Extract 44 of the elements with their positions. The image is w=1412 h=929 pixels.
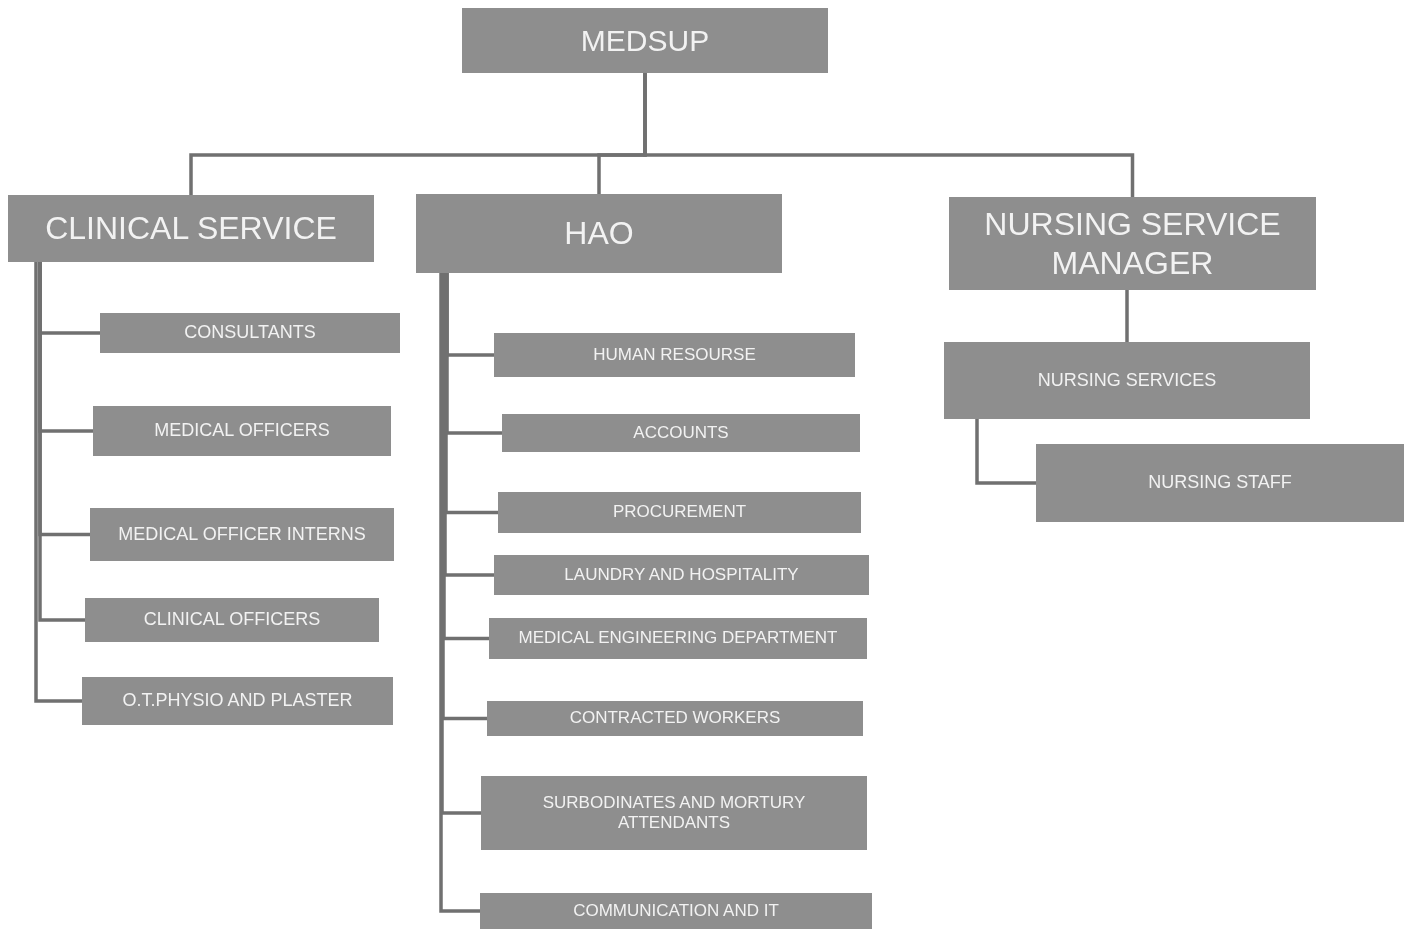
connector-line bbox=[975, 419, 1036, 485]
org-box bbox=[416, 194, 782, 273]
box-label: SURBODINATES AND MORTURY ATTENDANTS bbox=[541, 792, 807, 834]
org-box bbox=[944, 342, 1310, 419]
org-box bbox=[100, 313, 400, 353]
connector-line bbox=[1125, 290, 1129, 342]
box-label: COMMUNICATION AND IT bbox=[573, 900, 779, 922]
box-label: HUMAN RESOURSE bbox=[593, 344, 756, 366]
box-label: CONTRACTED WORKERS bbox=[569, 708, 781, 729]
connector-line bbox=[643, 73, 1135, 197]
box-label: NURSING SERVICE MANAGER bbox=[983, 205, 1282, 282]
box-label: ACCOUNTS bbox=[633, 422, 729, 444]
box-label: LAUNDRY AND HOSPITALITY bbox=[564, 564, 799, 586]
org-box bbox=[82, 677, 393, 725]
org-box bbox=[498, 492, 861, 533]
connector-line bbox=[34, 262, 82, 703]
connector-line bbox=[439, 273, 480, 913]
org-box bbox=[502, 414, 860, 452]
org-box bbox=[481, 776, 867, 850]
box-label: NURSING STAFF bbox=[1148, 472, 1292, 494]
box-label: CLINICAL OFFICERS bbox=[143, 609, 321, 631]
box-label: MEDSUP bbox=[580, 22, 710, 59]
box-label: CLINICAL SERVICE bbox=[45, 209, 337, 248]
org-box bbox=[480, 893, 872, 929]
org-box bbox=[1036, 444, 1404, 522]
box-label: MEDICAL OFFICER INTERNS bbox=[118, 523, 366, 546]
org-box bbox=[90, 508, 394, 561]
org-box bbox=[494, 555, 869, 595]
box-label: HAO bbox=[564, 214, 634, 253]
org-box bbox=[8, 195, 374, 262]
box-label: O.T.PHYSIO AND PLASTER bbox=[122, 690, 353, 712]
box-label: MEDICAL OFFICERS bbox=[154, 420, 330, 442]
org-box bbox=[489, 618, 867, 659]
org-box bbox=[949, 197, 1316, 290]
box-label: PROCUREMENT bbox=[612, 502, 747, 523]
box-label: CONSULTANTS bbox=[184, 322, 316, 344]
org-box bbox=[93, 406, 391, 456]
box-label: MEDICAL ENGINEERING DEPARTMENT bbox=[518, 628, 838, 649]
org-box bbox=[85, 598, 379, 642]
org-box bbox=[494, 333, 855, 377]
box-label: NURSING SERVICES bbox=[1037, 369, 1217, 392]
org-box bbox=[487, 701, 863, 736]
org-box bbox=[462, 8, 828, 73]
connector-line bbox=[445, 273, 502, 435]
